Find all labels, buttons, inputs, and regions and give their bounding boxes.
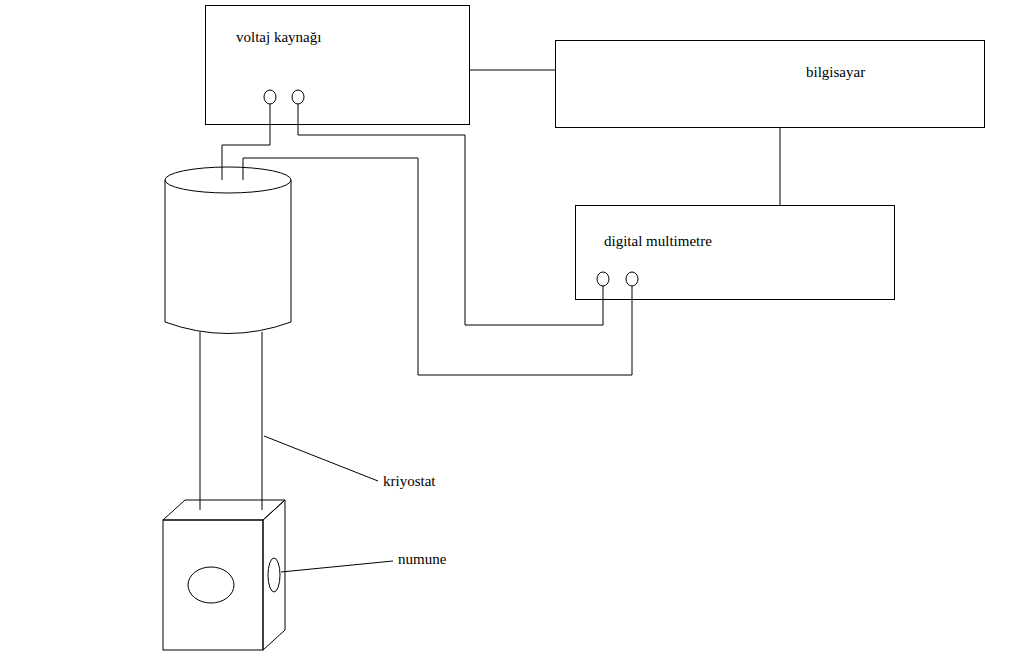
instrument-name: bilgisayar — [806, 63, 865, 81]
wire — [222, 104, 270, 180]
leader-line — [281, 561, 393, 572]
wire — [243, 158, 632, 375]
terminal — [292, 90, 304, 104]
instrument-box: bilgisayar — [555, 40, 985, 128]
instrument-box: voltaj kaynağı — [205, 5, 470, 125]
terminal — [597, 272, 609, 286]
part-label: numune — [396, 550, 448, 568]
part-label: kriyostat — [381, 472, 438, 490]
leader-line — [264, 436, 378, 481]
connection-wire — [298, 125, 603, 325]
cryostat-tube — [200, 332, 262, 508]
cryostat-head — [165, 180, 291, 334]
terminal — [264, 90, 276, 104]
connection-wire — [470, 70, 555, 71]
sample-window — [268, 558, 280, 592]
cryostat-tube — [200, 500, 262, 510]
connection-wire — [780, 128, 781, 205]
chamber-front — [163, 520, 263, 650]
wire — [603, 286, 604, 300]
wire — [298, 104, 299, 125]
window — [188, 567, 234, 603]
instrument-name: digital multimetre — [604, 232, 712, 250]
terminal — [626, 272, 638, 286]
instrument-box: digital multimetre — [575, 205, 895, 300]
instrument-name: voltaj kaynağı — [236, 28, 321, 46]
chamber-side — [263, 500, 285, 650]
cryostat-top — [165, 167, 291, 193]
